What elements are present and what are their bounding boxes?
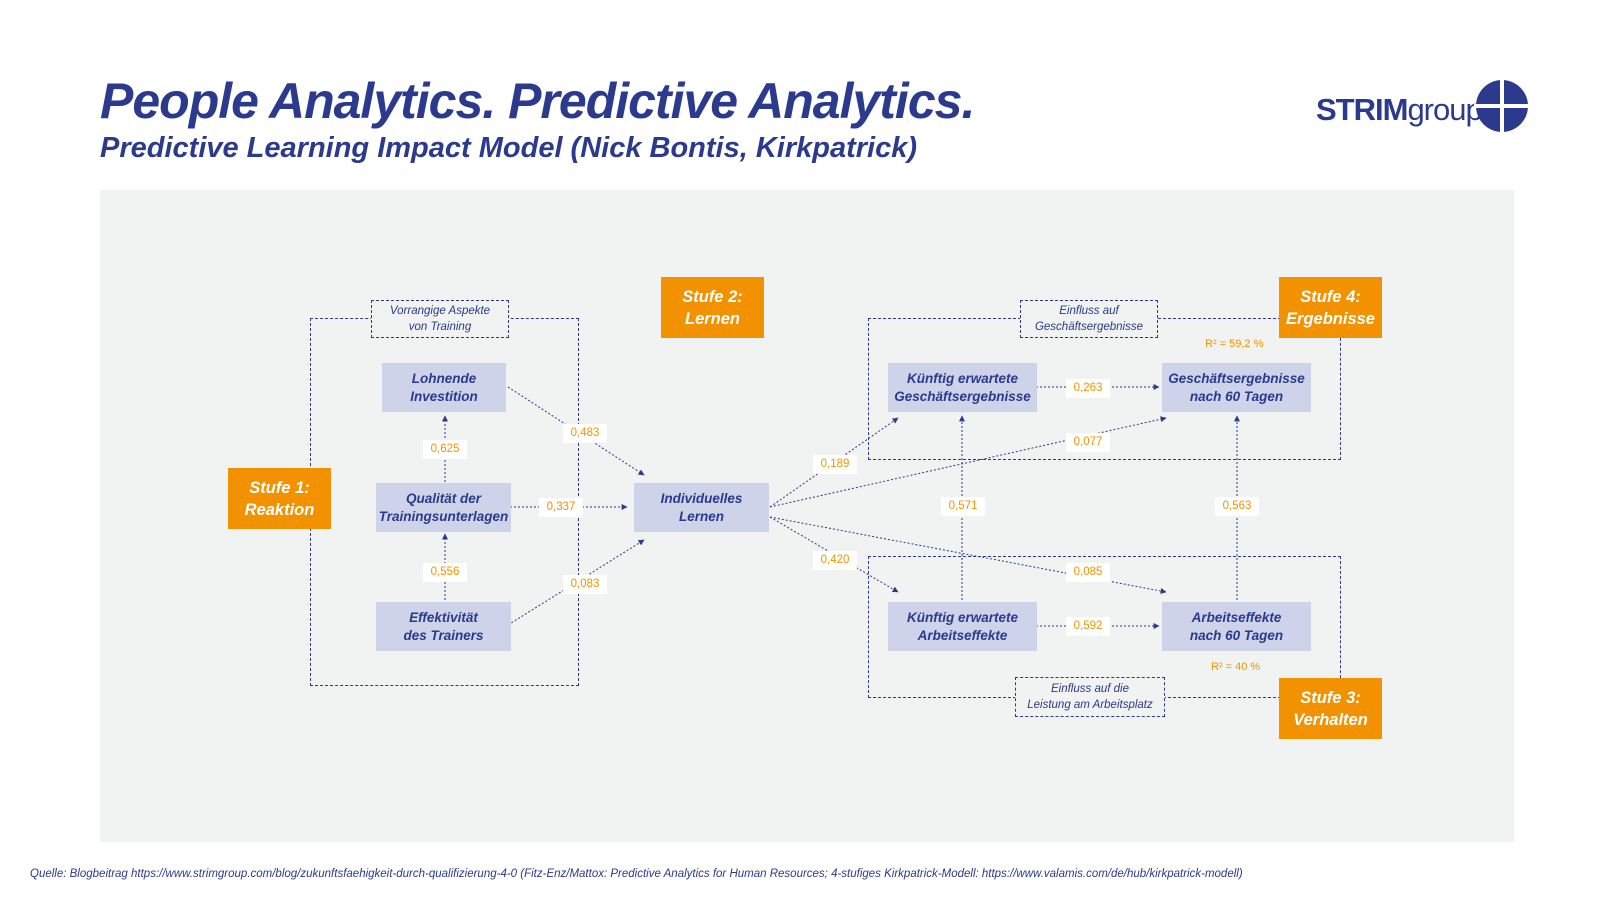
quartered-circle-mark-icon [1474, 78, 1530, 134]
diagram-panel [100, 190, 1514, 842]
node-lohnende-investition: Lohnende Investition [382, 363, 506, 412]
note-training-aspects: Vorrangige Aspekte von Training [371, 300, 509, 338]
coef-qualitaet-to-lernen: 0,337 [539, 498, 583, 517]
coef-investition-to-lernen: 0,483 [563, 424, 607, 443]
logo-text-light: group [1407, 92, 1482, 127]
coef-trainer-to-lernen: 0,083 [563, 575, 607, 594]
page-subtitle: Predictive Learning Impact Model (Nick B… [100, 132, 918, 164]
stage-3-verhalten: Stufe 3: Verhalten [1279, 678, 1382, 739]
node-arbeitseffekte-60-tage: Arbeitseffekte nach 60 Tagen [1162, 602, 1311, 651]
note-business-impact: Einfluss auf Geschäftsergebnisse [1020, 300, 1158, 338]
node-geschaeftsergebnisse-60-tage: Geschäftsergebnisse nach 60 Tagen [1162, 363, 1311, 412]
node-individuelles-lernen: Individuelles Lernen [634, 483, 769, 532]
coef-lernen-to-kuenftig-arbeit: 0,420 [813, 551, 857, 570]
logo-text-bold: STRIM [1316, 92, 1408, 127]
stage-1-reaktion: Stufe 1: Reaktion [228, 468, 331, 529]
coef-lernen-to-geschaeft60: 0,077 [1066, 433, 1110, 452]
node-kuenftig-arbeitseffekte: Künftig erwartete Arbeitseffekte [888, 602, 1037, 651]
r-squared-results: R² = 59,2 % [1205, 338, 1264, 350]
coef-lernen-to-kuenftig-geschaeft: 0,189 [813, 455, 857, 474]
stage-4-ergebnisse: Stufe 4: Ergebnisse [1279, 277, 1382, 338]
coef-qualitaet-to-investition: 0,625 [423, 440, 467, 459]
coef-arbeit-to-kuenftig-geschaeft: 0,571 [941, 497, 985, 516]
node-effektivitaet-trainer: Effektivität des Trainers [376, 602, 511, 651]
node-kuenftig-geschaeftsergebnisse: Künftig erwartete Geschäftsergebnisse [888, 363, 1037, 412]
coef-arbeit60-to-geschaeft60: 0,563 [1215, 497, 1259, 516]
source-citation: Quelle: Blogbeitrag https://www.strimgro… [30, 868, 1243, 880]
strimgroup-logo: STRIMgroup [1316, 78, 1530, 134]
node-qualitaet-trainingsunterlagen: Qualität der Trainingsunterlagen [376, 483, 511, 532]
stage-2-lernen: Stufe 2: Lernen [661, 277, 764, 338]
coef-trainer-to-qualitaet: 0,556 [423, 563, 467, 582]
note-workplace-impact: Einfluss auf die Leistung am Arbeitsplat… [1015, 677, 1165, 717]
coef-lernen-to-arbeit60: 0,085 [1066, 563, 1110, 582]
coef-kuenftig-to-arbeit60: 0,592 [1066, 617, 1110, 636]
page-title: People Analytics. Predictive Analytics. [100, 73, 975, 129]
r-squared-behavior: R² = 40 % [1211, 661, 1261, 673]
coef-kuenftig-to-geschaeft60: 0,263 [1066, 379, 1110, 398]
logo-wordmark: STRIMgroup [1316, 92, 1483, 128]
